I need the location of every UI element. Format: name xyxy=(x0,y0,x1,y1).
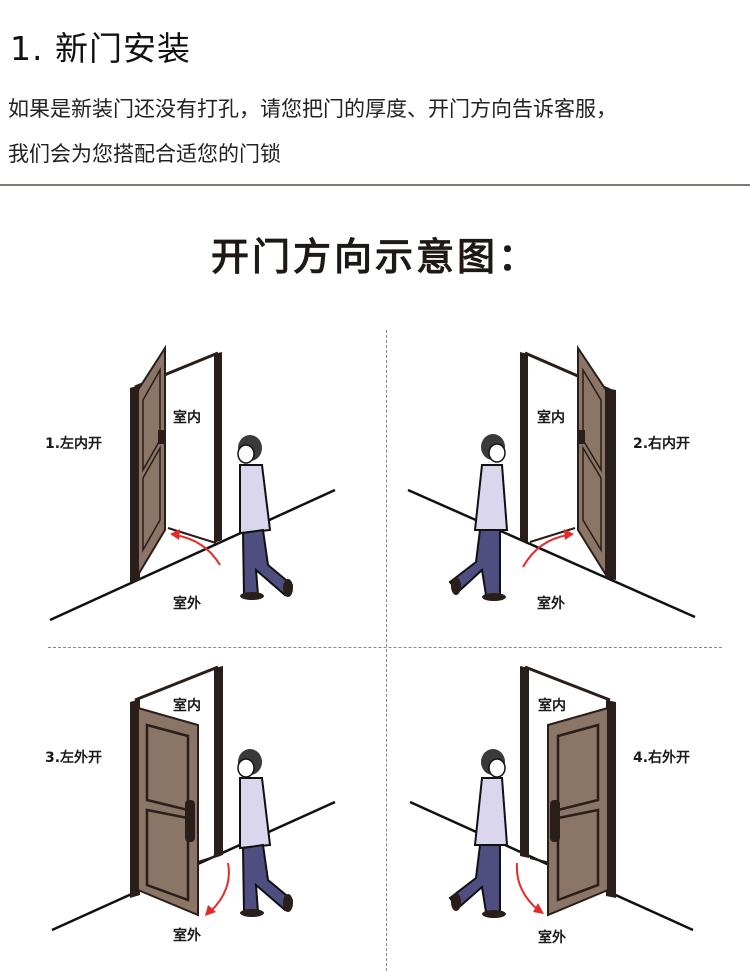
inside-label: 室内 xyxy=(537,410,565,426)
door-left-outward-illustration xyxy=(51,665,336,932)
person-icon xyxy=(448,749,509,918)
inside-label: 室内 xyxy=(538,698,566,714)
door-left-inward-illustration xyxy=(49,344,336,622)
horizontal-dashed-divider xyxy=(48,647,722,648)
door-label: 3.左外开 xyxy=(45,750,103,766)
description-line-2: 我们会为您搭配合适您的门锁 xyxy=(8,142,281,166)
description-line-1: 如果是新装门还没有打孔，请您把门的厚度、开门方向告诉客服， xyxy=(8,97,617,121)
person-icon xyxy=(237,749,294,917)
panel-right-inward: 2.右内开 室内 室外 xyxy=(390,330,730,640)
vertical-dashed-divider xyxy=(386,330,387,971)
inside-label: 室内 xyxy=(173,410,201,426)
outside-label: 室外 xyxy=(173,928,201,944)
outside-label: 室外 xyxy=(537,596,565,612)
panel-left-outward: 3.左外开 室内 室外 xyxy=(30,650,370,960)
person-icon xyxy=(448,434,509,601)
panel-left-inward: 1.左内开 室内 室外 xyxy=(30,330,370,640)
door-label: 1.左内开 xyxy=(45,436,103,452)
door-label: 4.右外开 xyxy=(633,750,691,766)
panel-right-outward: 4.右外开 室内 室外 xyxy=(390,650,730,960)
diagram-title: 开门方向示意图： xyxy=(210,235,539,279)
person-icon xyxy=(237,435,294,600)
door-right-inward-illustration xyxy=(407,344,696,619)
section-title: 1. 新门安装 xyxy=(10,29,191,68)
door-right-outward-illustration xyxy=(409,665,694,932)
inside-label: 室内 xyxy=(173,698,201,714)
section-divider xyxy=(0,184,750,186)
outside-label: 室外 xyxy=(538,930,566,946)
outside-label: 室外 xyxy=(173,596,201,612)
door-label: 2.右内开 xyxy=(633,436,691,452)
